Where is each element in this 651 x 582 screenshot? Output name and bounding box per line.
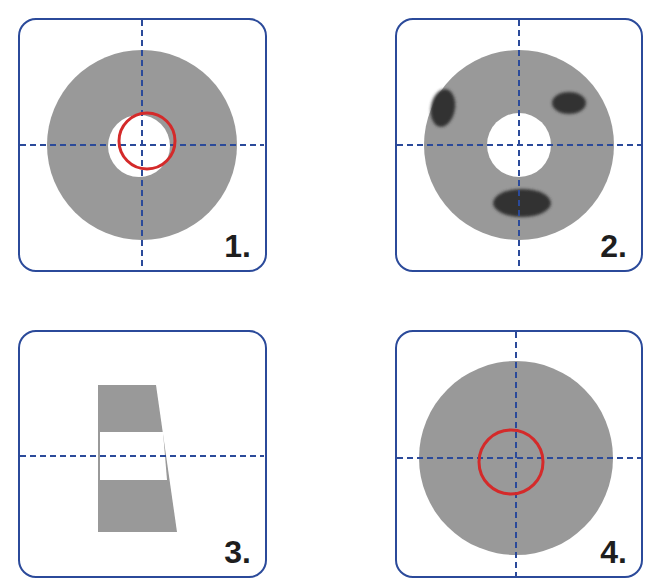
panel-number: 1. xyxy=(224,229,251,264)
figure-panel: 4. xyxy=(395,330,643,578)
crosshair xyxy=(397,20,641,270)
center-line xyxy=(20,455,264,457)
panel-number: 3. xyxy=(224,535,251,570)
panel-3-figure xyxy=(20,385,264,532)
panel-2-figure xyxy=(397,20,641,270)
panel-number: 2. xyxy=(600,229,627,264)
grey-section xyxy=(98,385,177,532)
panel-number: 4. xyxy=(600,535,627,570)
figure-panel: 3. xyxy=(18,330,267,578)
figure-panel: 2. xyxy=(395,18,643,272)
panel-1-figure xyxy=(20,20,264,270)
red-circle xyxy=(119,113,175,169)
figure-panel: 1. xyxy=(18,18,267,272)
dark-spots xyxy=(428,87,586,217)
crosshair xyxy=(397,332,641,576)
panel-4-figure xyxy=(397,332,641,576)
red-circle xyxy=(479,430,543,494)
crosshair xyxy=(20,20,264,270)
